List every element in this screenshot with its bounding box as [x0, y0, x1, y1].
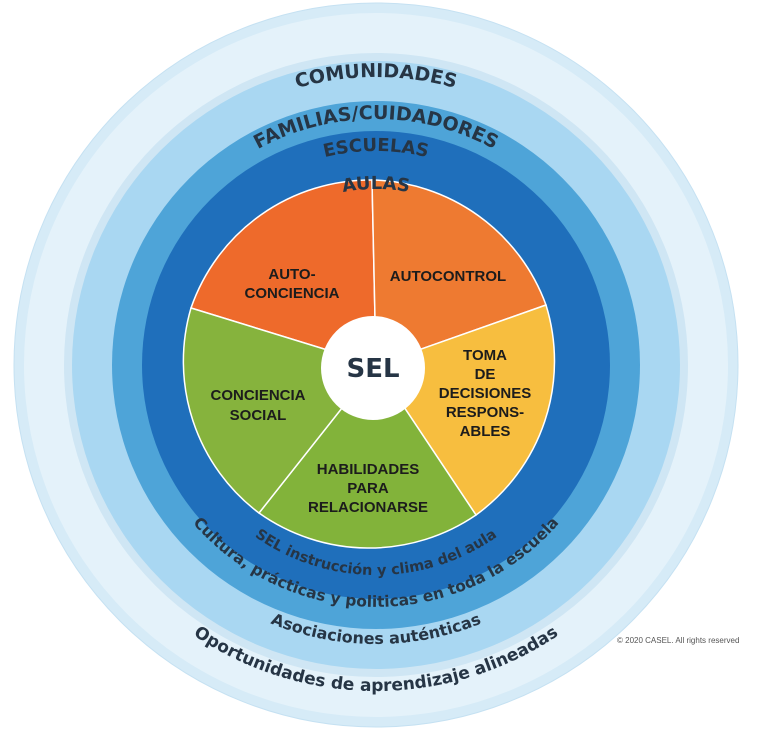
label-autoconciencia: AUTO- CONCIENCIA — [244, 266, 339, 302]
label-toma-line1: TOMA — [463, 347, 507, 364]
label-conciencia-social-line1: CONCIENCIA — [210, 387, 305, 404]
segment-autocontrol — [371, 179, 547, 367]
label-habilidades-line2: PARA — [347, 480, 389, 497]
ring-label-aulas: AULAS — [341, 173, 412, 197]
label-habilidades: HABILIDADES PARA RELACIONARSE — [308, 461, 428, 516]
label-toma-line3: DECISIONES — [439, 385, 532, 402]
label-habilidades-line3: RELACIONARSE — [308, 499, 428, 516]
label-conciencia-social-line2: SOCIAL — [230, 407, 287, 424]
label-autocontrol-line1: AUTOCONTROL — [390, 268, 506, 285]
label-autoconciencia-line1: AUTO- — [268, 266, 315, 283]
label-toma: TOMA DE DECISIONES RESPONS- ABLES — [439, 347, 532, 440]
center-label: SEL — [346, 354, 399, 384]
label-toma-line5: ABLES — [460, 423, 511, 440]
label-toma-line2: DE — [475, 366, 496, 383]
label-toma-line4: RESPONS- — [446, 404, 524, 421]
label-autoconciencia-line2: CONCIENCIA — [244, 285, 339, 302]
segment-autoconciencia — [190, 179, 377, 367]
segment-habilidades — [257, 363, 478, 549]
label-autocontrol: AUTOCONTROL — [390, 268, 506, 285]
center-circle — [321, 316, 425, 420]
label-conciencia-social: CONCIENCIA SOCIAL — [210, 387, 305, 424]
copyright-notice: © 2020 CASEL. All rights reserved — [617, 636, 740, 645]
label-habilidades-line1: HABILIDADES — [317, 461, 420, 478]
